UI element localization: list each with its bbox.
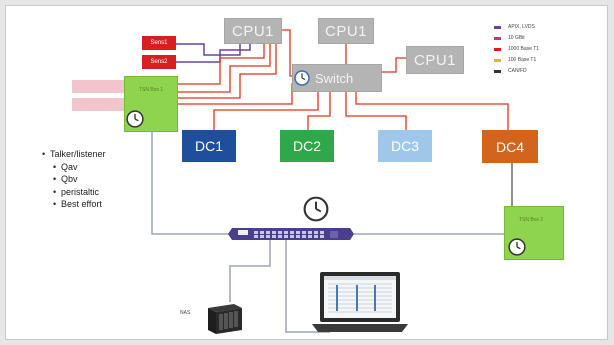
legend-label: 10 GBit (508, 35, 525, 41)
link-sens1-cpu (176, 43, 241, 56)
nas-icon (208, 304, 242, 334)
bullet-list: •Talker/listener •Qav •Qbv •peristaltic … (42, 148, 106, 211)
bullet-item: •Qav (53, 161, 78, 172)
legend-item: APIX, LVDS (494, 24, 535, 30)
tsn-box-1: TSN Box 1 (124, 76, 178, 132)
dc-node-3: DC3 (378, 130, 432, 162)
legend-swatch (494, 25, 501, 29)
clock-icon (126, 110, 144, 128)
link-cpu-tsn1-a (178, 44, 265, 85)
dc-node-1: DC1 (182, 130, 236, 162)
clock-icon (508, 238, 526, 256)
diagram-panel (5, 5, 608, 340)
bullet-item-text: Best effort (61, 199, 102, 209)
bullet-item-text: Qbv (61, 174, 78, 184)
link-switch-tsn1 (178, 83, 300, 105)
dc-node-2: DC2 (280, 130, 334, 162)
switch-label: Switch (315, 70, 354, 86)
cpu-node-right: CPU1 (406, 46, 464, 74)
clock-icon (294, 70, 310, 86)
bullet-main-text: Talker/listener (50, 149, 106, 159)
tsn-box-1-label: TSN Box 1 (139, 87, 164, 93)
tsn-box-2-label: TSN Box 2 (519, 217, 544, 223)
legend-item: 10 GBit (494, 35, 525, 41)
link-cpu-tsn1-b (178, 44, 271, 93)
nas-label: NAS (180, 310, 191, 316)
link-switch-dc4 (355, 92, 509, 130)
bullet-item: •peristaltic (53, 186, 100, 197)
sensor-2: Sens2 (142, 55, 176, 69)
laptop-icon (312, 272, 408, 332)
tsn-box-2: TSN Box 2 (504, 206, 564, 260)
bullet-item-text: Qav (61, 161, 78, 172)
legend-label: APIX, LVDS (508, 24, 535, 30)
clock-icon (303, 196, 329, 222)
link-ethswitch-laptop (285, 240, 330, 333)
legend-item: 100 Base T1 (494, 57, 536, 63)
legend-swatch (494, 36, 501, 40)
link-switch-dc3 (345, 92, 407, 130)
legend-label: 1000 Base T1 (508, 46, 540, 52)
cpu-node-top: CPU1 (318, 18, 374, 44)
link-ethswitch-nas (229, 240, 271, 302)
legend-item: CAN/FD (494, 68, 527, 74)
link-switch-dc2 (307, 92, 331, 130)
sensor-1: Sens1 (142, 36, 176, 50)
network-switch-icon (228, 228, 354, 240)
legend-label: CAN/FD (508, 68, 527, 74)
legend-label: 100 Base T1 (508, 57, 537, 63)
link-cpu-tsn1-c (178, 44, 277, 99)
bullet-main: •Talker/listener (42, 149, 106, 159)
link-sens2-cpu (176, 44, 251, 63)
legend-swatch (494, 47, 501, 51)
faded-sensor-box (72, 80, 128, 93)
bullet-item: •Best effort (53, 199, 102, 209)
legend-swatch (494, 58, 501, 62)
legend-swatch (494, 69, 501, 73)
link-cpuright-switch (382, 57, 406, 73)
bullet-item-text: peristaltic (61, 186, 100, 197)
link-switch-dc1 (213, 92, 319, 130)
cpu-node-left: CPU1 (224, 18, 282, 44)
link-tsn1-ethswitch (151, 132, 230, 235)
legend-item: 1000 Base T1 (494, 46, 539, 52)
bullet-item: •Qbv (53, 174, 78, 184)
dc-node-4: DC4 (482, 130, 538, 163)
faded-sensor-box (72, 98, 128, 111)
